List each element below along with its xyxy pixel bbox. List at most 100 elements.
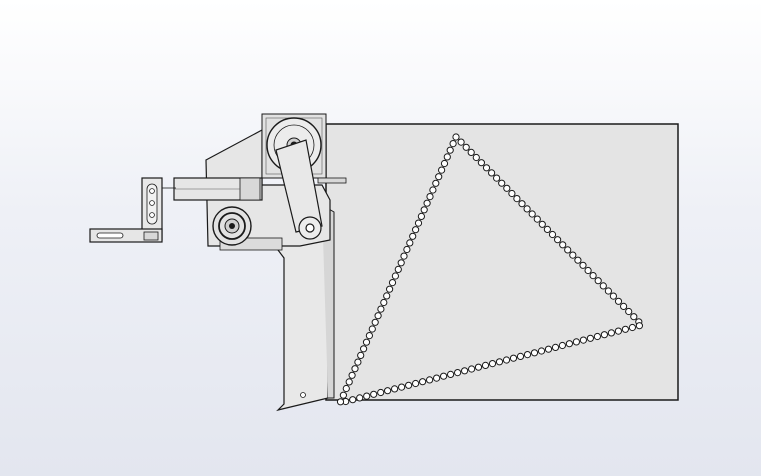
chain-link: [435, 173, 443, 181]
chain-link: [462, 143, 470, 151]
chain-link: [360, 345, 368, 353]
chain-link: [433, 374, 441, 382]
chain-link: [509, 354, 518, 362]
chain-link: [377, 305, 385, 313]
chain-link: [357, 351, 365, 359]
chain-loop[interactable]: [336, 133, 644, 406]
chain-link: [516, 352, 525, 360]
chain-link: [630, 313, 638, 321]
chain-link: [412, 379, 420, 388]
chain-link: [503, 184, 511, 192]
chain-link: [621, 325, 630, 333]
support-arm-hole: [300, 392, 306, 398]
chain-link: [579, 336, 588, 344]
chain-link: [493, 174, 501, 182]
chain-link: [482, 164, 491, 172]
swing-arm[interactable]: [275, 139, 323, 233]
chain-link: [488, 169, 496, 177]
chain-link: [614, 297, 623, 305]
chain-link: [544, 345, 553, 353]
chain-link: [386, 285, 394, 293]
chain-link: [426, 193, 434, 201]
chain-link: [467, 148, 475, 156]
chain-link: [419, 378, 427, 386]
chain-link: [384, 387, 392, 395]
chain-link: [397, 259, 405, 267]
swing-arm-pivot-icon: [305, 223, 315, 233]
chain-link: [406, 239, 414, 247]
chain-link: [370, 390, 378, 398]
chain-link: [538, 220, 546, 228]
chain-link: [391, 385, 399, 393]
chain-link: [423, 199, 431, 207]
chain-link: [351, 365, 359, 373]
chain-link: [336, 398, 345, 406]
chain-link: [620, 302, 628, 310]
chain-link: [362, 338, 371, 346]
chain-link: [457, 138, 465, 146]
chain-link: [377, 388, 385, 397]
chain-link: [405, 381, 413, 389]
chain-link: [400, 252, 408, 260]
chain-link: [472, 153, 480, 162]
chain-link: [543, 225, 552, 233]
chain-link: [440, 372, 448, 380]
chain-link: [528, 210, 536, 218]
chain-link: [438, 166, 446, 174]
chain-link: [551, 343, 560, 351]
chain-link: [354, 358, 362, 366]
chain-link: [600, 331, 609, 339]
chain-link: [530, 349, 539, 357]
chain-link: [398, 383, 406, 391]
chain-link: [498, 179, 506, 187]
chain-link: [537, 347, 546, 355]
chain-link: [604, 287, 613, 295]
chain-link: [449, 140, 457, 148]
chain-link: [409, 232, 417, 240]
chain-link: [609, 292, 618, 300]
chain-link: [589, 272, 597, 280]
chain-link: [523, 351, 532, 359]
chain-link: [391, 272, 399, 280]
chain-link: [625, 307, 633, 316]
chain-link: [607, 329, 616, 337]
chain-link: [356, 394, 364, 402]
chain-link: [348, 371, 356, 379]
chain-link: [339, 391, 347, 399]
chain-link: [388, 279, 397, 287]
chain-link: [565, 340, 574, 348]
chain-link: [363, 392, 371, 400]
chain-link: [440, 159, 449, 168]
chain-link: [488, 360, 497, 368]
chain-link: [572, 338, 581, 346]
base-plate[interactable]: [325, 123, 679, 401]
chain-link: [420, 206, 428, 214]
chain-link: [481, 361, 490, 369]
chain-link: [594, 277, 602, 285]
chain-link: [417, 212, 425, 220]
chain-link: [452, 133, 460, 141]
chain-link: [628, 323, 637, 332]
chain-link: [548, 230, 557, 239]
chain-link: [342, 384, 350, 393]
chain-link: [599, 282, 607, 290]
chain-link: [495, 358, 504, 366]
chain-link: [468, 365, 476, 373]
chain-link: [508, 189, 516, 198]
chain-link: [533, 215, 541, 223]
chain-link: [635, 322, 644, 330]
chain-link: [518, 200, 526, 208]
chain-link: [474, 363, 483, 371]
chain-link: [432, 179, 440, 187]
chain-link: [403, 245, 411, 254]
chain-link: [579, 261, 587, 269]
chain-link: [477, 159, 485, 167]
chain-link: [513, 195, 521, 203]
chain-link: [365, 332, 373, 340]
chain-link: [443, 153, 451, 161]
chain-link: [614, 327, 623, 335]
chain-link: [554, 236, 562, 244]
chain-link: [368, 325, 376, 333]
